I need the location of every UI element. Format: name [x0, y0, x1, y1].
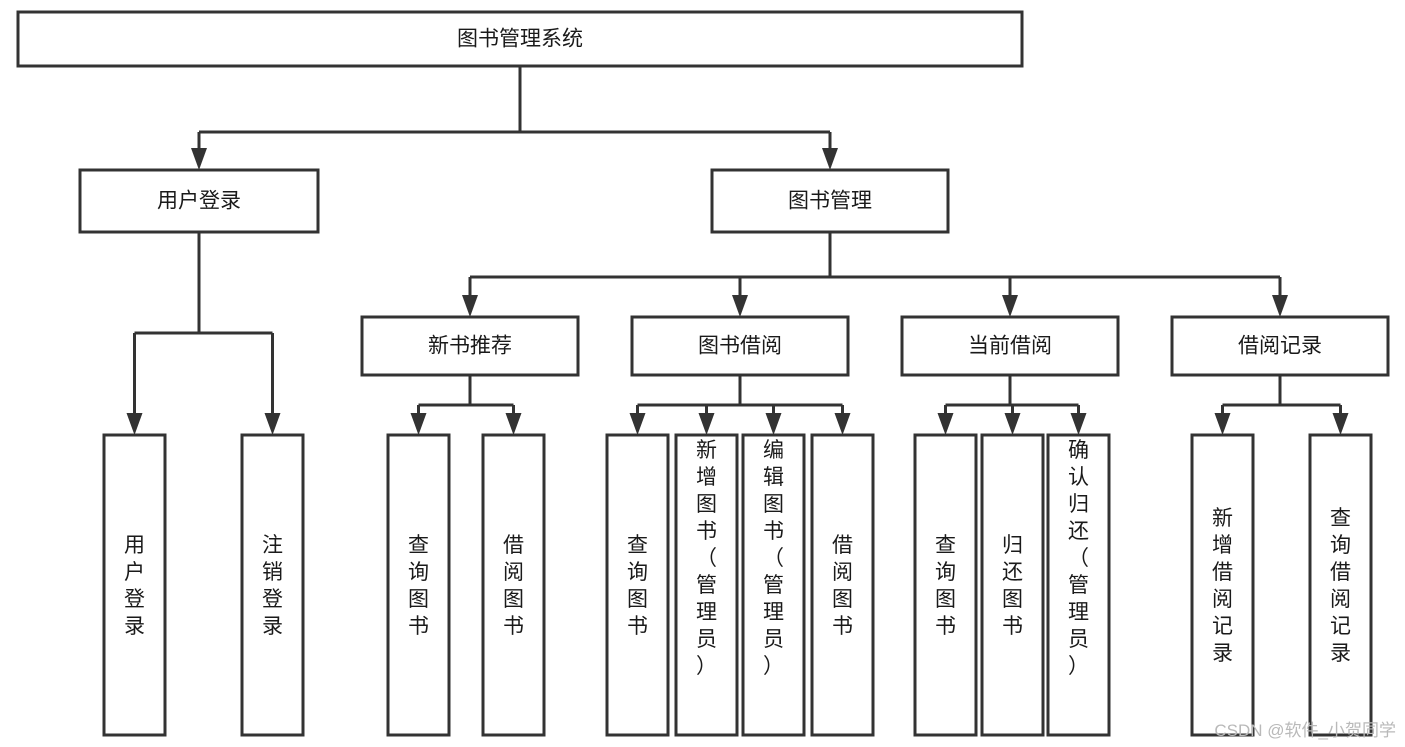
arrow-head-icon: [937, 413, 954, 435]
node-leaf-current-return-book[interactable]: 归还图书: [980, 433, 1045, 737]
node-label: 图书管理: [788, 190, 872, 213]
node-box: [710, 168, 950, 234]
node-box: [900, 315, 1120, 377]
node-leaf-borrow-borrow-book[interactable]: 借阅图书: [810, 433, 875, 737]
arrow-head-icon: [1070, 413, 1087, 435]
arrow-head-icon: [410, 413, 427, 435]
node-leaf-current-query-book[interactable]: 查询图书: [913, 433, 978, 737]
arrow-head-icon: [765, 413, 782, 435]
node-leaf-record-query[interactable]: 查询借阅记录: [1308, 433, 1373, 737]
arrow-head-icon: [629, 413, 646, 435]
node-box: [674, 433, 739, 737]
arrow-head-icon: [191, 148, 207, 170]
node-label: 编辑图书（管理员）: [763, 439, 784, 678]
node-box: [360, 315, 580, 377]
node-label: 借阅记录: [1238, 335, 1322, 358]
arrow-head-icon: [1214, 413, 1231, 435]
node-box: [1046, 433, 1111, 737]
arrow-head-icon: [462, 295, 478, 317]
node-new-book-recommend[interactable]: 新书推荐: [360, 315, 580, 377]
node-box: [741, 433, 806, 737]
node-label: 新增图书（管理员）: [696, 439, 717, 678]
node-box: [913, 433, 978, 737]
node-leaf-borrow-edit-book[interactable]: 编辑图书（管理员）: [741, 433, 806, 737]
node-box: [1190, 433, 1255, 737]
node-box: [605, 433, 670, 737]
node-leaf-user-login[interactable]: 用户登录: [102, 433, 167, 737]
node-leaf-record-add[interactable]: 新增借阅记录: [1190, 433, 1255, 737]
arrow-head-icon: [698, 413, 715, 435]
edges-layer: [126, 66, 1349, 435]
node-label: 借阅图书: [503, 534, 524, 638]
node-label: 查询图书: [935, 534, 956, 638]
node-box: [240, 433, 305, 737]
arrow-head-icon: [1002, 295, 1018, 317]
arrow-head-icon: [264, 413, 281, 435]
node-book-manage[interactable]: 图书管理: [710, 168, 950, 234]
nodes-layer: 图书管理系统用户登录图书管理新书推荐图书借阅当前借阅借阅记录用户登录注销登录查询…: [16, 10, 1390, 737]
arrow-head-icon: [505, 413, 522, 435]
node-label: 新书推荐: [428, 335, 512, 358]
arrow-head-icon: [1004, 413, 1021, 435]
arrow-head-icon: [822, 148, 838, 170]
node-label: 新增借阅记录: [1212, 507, 1233, 665]
node-label: 用户登录: [124, 534, 145, 638]
node-current-borrow[interactable]: 当前借阅: [900, 315, 1120, 377]
node-label: 注销登录: [262, 534, 283, 638]
watermark-label: CSDN @软件_小贺同学: [1214, 721, 1396, 740]
node-label: 图书借阅: [698, 335, 782, 358]
node-label: 确认归还（管理员）: [1068, 439, 1089, 678]
node-box: [1308, 433, 1373, 737]
node-box: [980, 433, 1045, 737]
node-label: 归还图书: [1002, 534, 1023, 638]
node-box: [481, 433, 546, 737]
node-root[interactable]: 图书管理系统: [16, 10, 1024, 68]
node-box: [630, 315, 850, 377]
arrow-head-icon: [834, 413, 851, 435]
node-box: [810, 433, 875, 737]
node-box: [78, 168, 320, 234]
node-leaf-recommend-borrow-book[interactable]: 借阅图书: [481, 433, 546, 737]
node-leaf-recommend-query-book[interactable]: 查询图书: [386, 433, 451, 737]
node-leaf-current-confirm-return[interactable]: 确认归还（管理员）: [1046, 433, 1111, 737]
node-box: [16, 10, 1024, 68]
arrow-head-icon: [126, 413, 143, 435]
node-label: 用户登录: [157, 190, 241, 213]
node-label: 查询图书: [408, 534, 429, 638]
node-user-login[interactable]: 用户登录: [78, 168, 320, 234]
node-label: 图书管理系统: [457, 28, 583, 51]
node-box: [1170, 315, 1390, 377]
arrow-head-icon: [1272, 295, 1288, 317]
node-leaf-user-logout[interactable]: 注销登录: [240, 433, 305, 737]
node-label: 查询借阅记录: [1330, 507, 1351, 665]
node-borrow-record[interactable]: 借阅记录: [1170, 315, 1390, 377]
node-label: 借阅图书: [832, 534, 853, 638]
node-leaf-borrow-query-book[interactable]: 查询图书: [605, 433, 670, 737]
node-book-borrow[interactable]: 图书借阅: [630, 315, 850, 377]
node-label: 当前借阅: [968, 335, 1052, 358]
arrow-head-icon: [1332, 413, 1349, 435]
node-label: 查询图书: [627, 534, 648, 638]
node-leaf-borrow-add-book[interactable]: 新增图书（管理员）: [674, 433, 739, 737]
node-box: [386, 433, 451, 737]
arrow-head-icon: [732, 295, 748, 317]
node-box: [102, 433, 167, 737]
